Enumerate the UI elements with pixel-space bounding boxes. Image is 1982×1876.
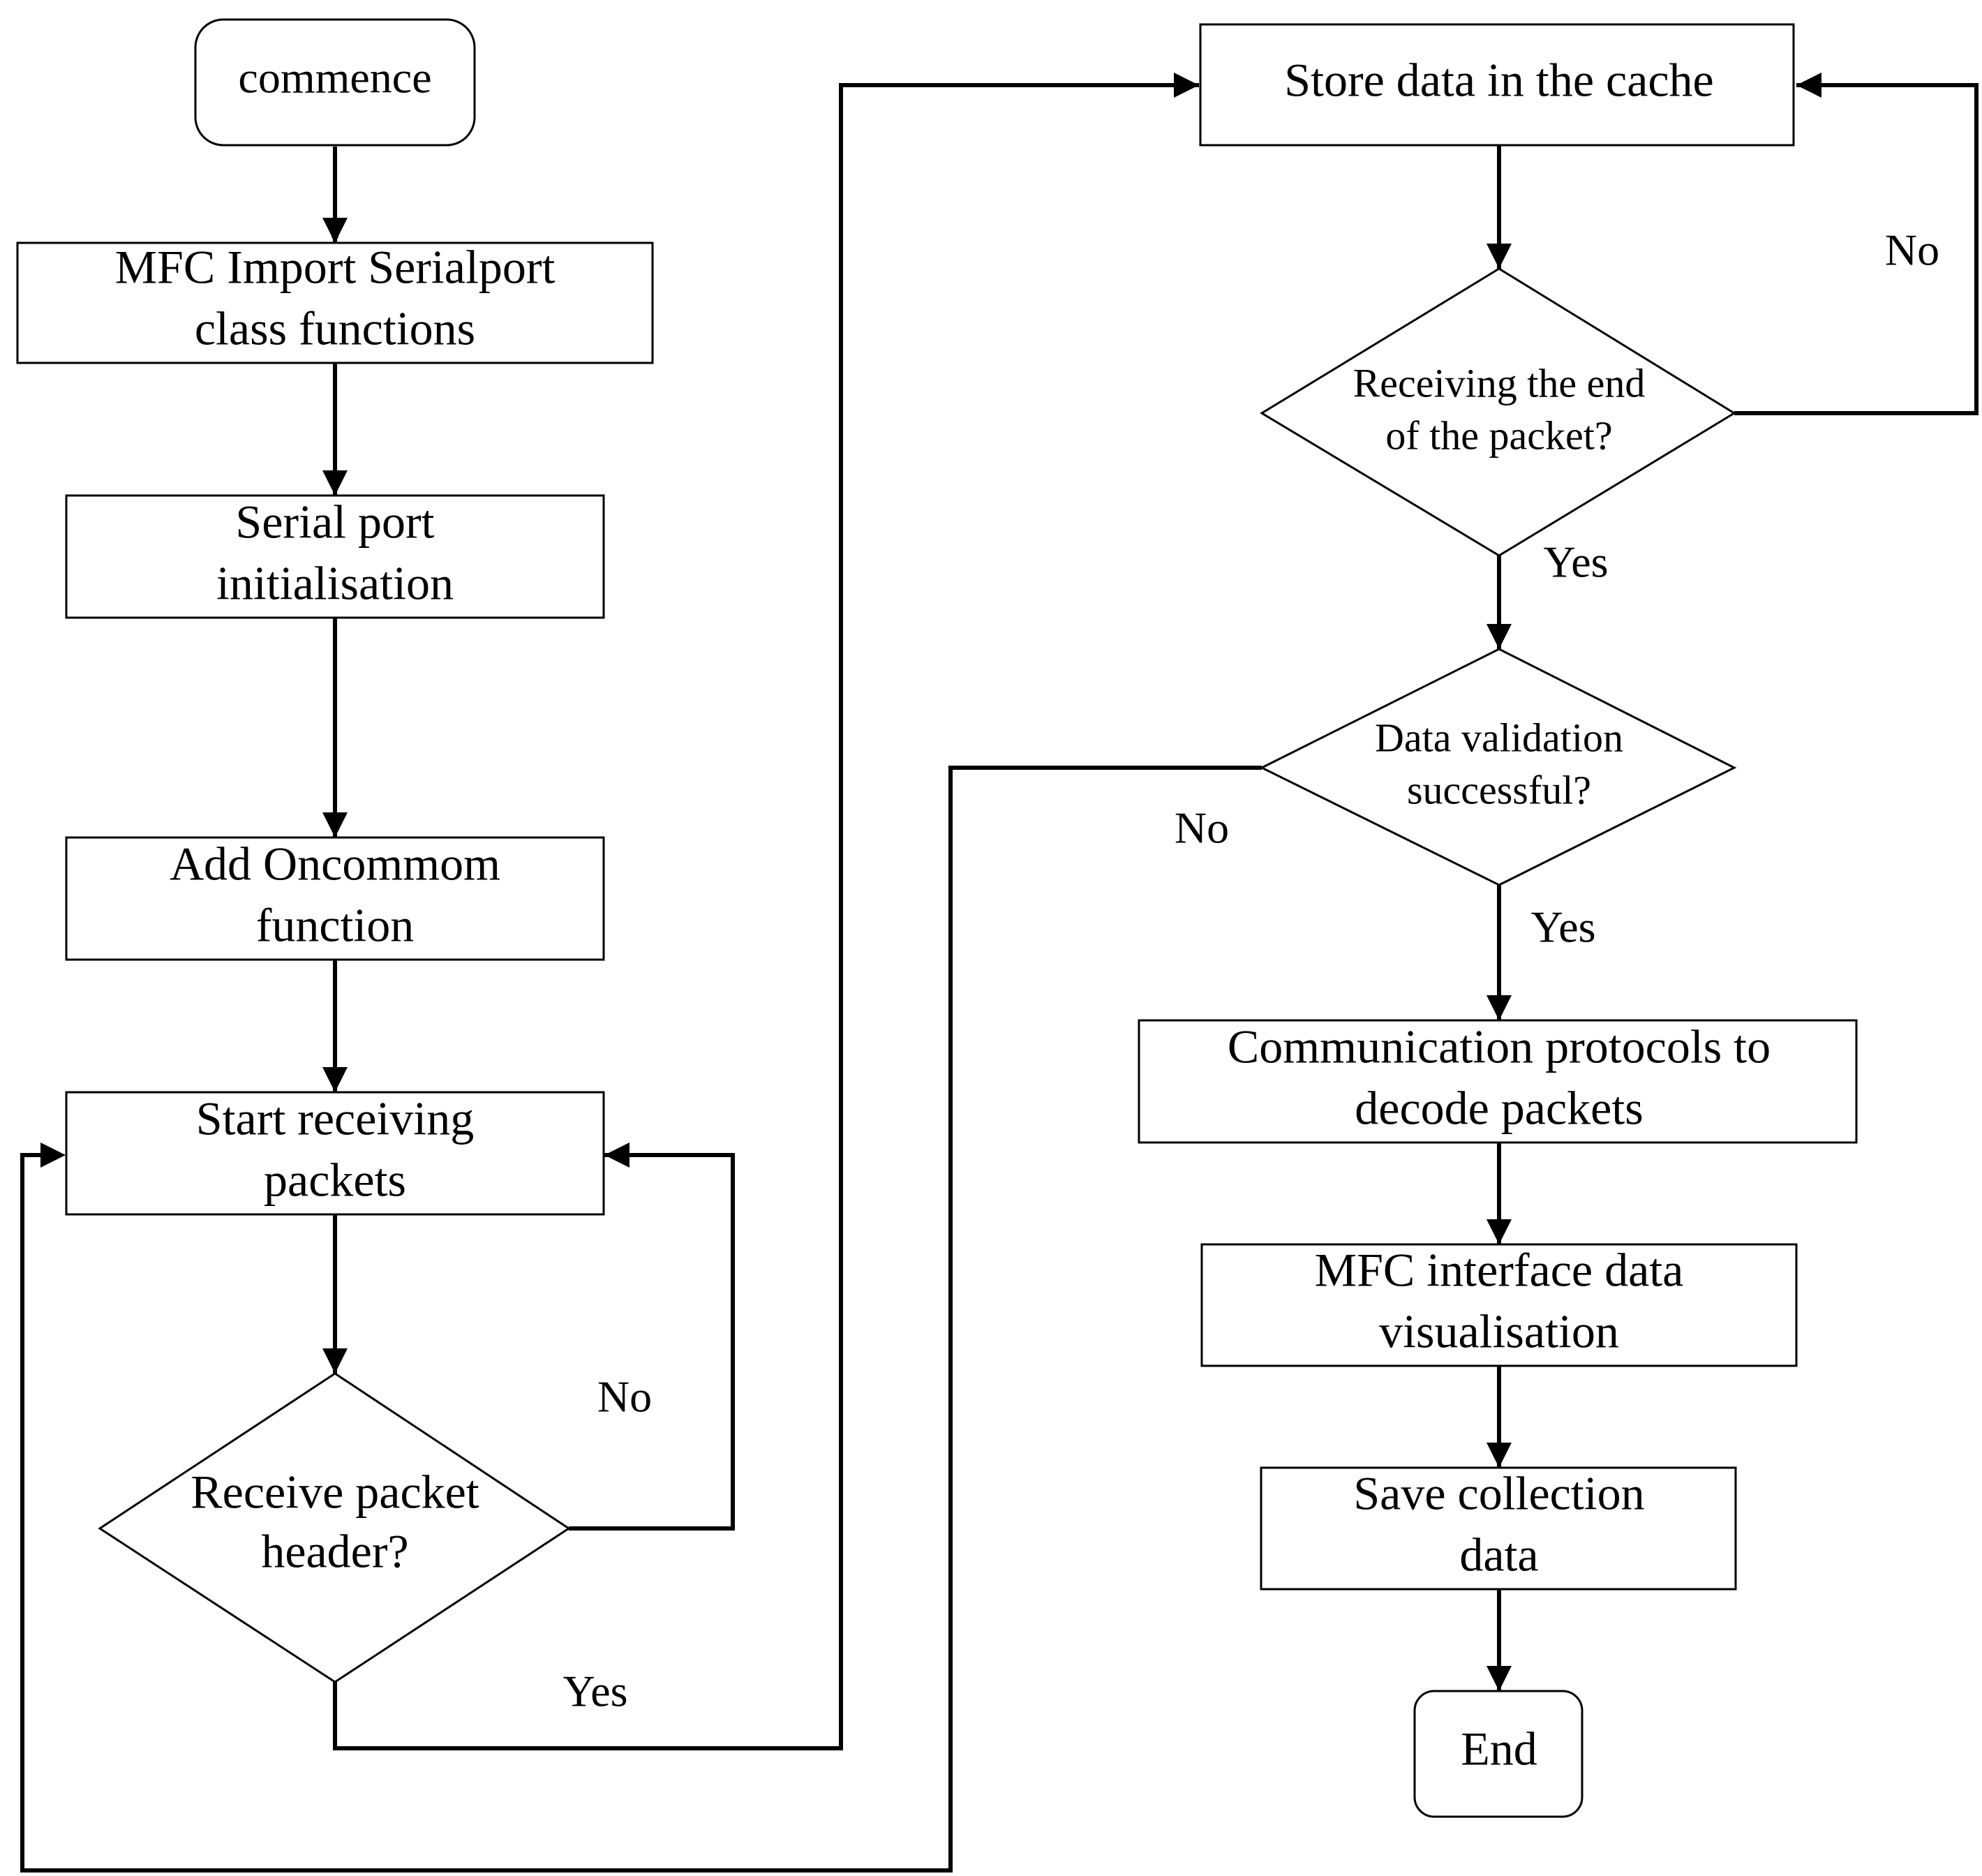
- loop-validation-no: [20, 766, 1262, 1873]
- node-visualise: MFC interface data visualisation: [1200, 1243, 1798, 1367]
- path-header-yes: [333, 83, 1199, 1750]
- branch-labels: No Yes No Yes No Yes: [562, 225, 1939, 1716]
- node-visualise-line1: MFC interface data: [1315, 1244, 1684, 1297]
- node-decode-line1: Communication protocols to: [1228, 1020, 1771, 1073]
- node-import-line2: class functions: [195, 302, 475, 355]
- arrowhead: [322, 812, 348, 838]
- arrowheads: [40, 73, 1821, 1691]
- node-end-decision-line1: Receiving the end: [1353, 360, 1646, 405]
- node-oncommom-line1: Add Oncommom: [170, 838, 500, 891]
- node-start-line2: packets: [264, 1154, 406, 1207]
- arrowhead: [1486, 1443, 1512, 1468]
- node-import: MFC Import Serialport class functions: [16, 241, 654, 364]
- node-store-label: Store data in the cache: [1284, 54, 1714, 107]
- arrowhead: [40, 1142, 66, 1168]
- node-oncommom: Add Oncommom function: [65, 836, 605, 961]
- arrowhead: [1486, 995, 1512, 1020]
- arrowhead: [322, 1348, 348, 1374]
- node-header-line1: Receive packet: [191, 1466, 479, 1519]
- node-start-receiving: Start receiving packets: [65, 1091, 605, 1216]
- arrowhead: [1486, 244, 1512, 269]
- node-end-label: End: [1461, 1722, 1537, 1776]
- node-end: End: [1413, 1690, 1584, 1818]
- arrowhead: [1486, 1219, 1512, 1244]
- arrowhead: [604, 1142, 629, 1168]
- node-start-line1: Start receiving: [196, 1092, 474, 1145]
- node-end-decision: Receiving the end of the packet?: [1260, 267, 1736, 557]
- label-end-no: No: [1885, 225, 1939, 275]
- node-save: Save collection data: [1260, 1466, 1737, 1591]
- node-decode-line2: decode packets: [1355, 1082, 1643, 1135]
- arrowhead: [1486, 1666, 1512, 1691]
- arrowhead: [322, 470, 348, 496]
- loop-header-no: [569, 1153, 735, 1531]
- label-end-yes: Yes: [1543, 537, 1608, 587]
- node-save-line2: data: [1459, 1528, 1538, 1581]
- arrowhead: [1174, 73, 1199, 98]
- arrowhead: [1486, 624, 1512, 649]
- label-header-no: No: [597, 1372, 652, 1422]
- node-init-line2: initialisation: [216, 557, 454, 610]
- node-import-line1: MFC Import Serialport: [115, 241, 556, 294]
- node-validation-line1: Data validation: [1375, 715, 1623, 760]
- label-header-yes: Yes: [562, 1667, 627, 1716]
- node-commence-label: commence: [238, 53, 431, 103]
- node-end-decision-line2: of the packet?: [1385, 412, 1612, 458]
- loop-end-no: [1734, 83, 1979, 415]
- node-validation-line2: successful?: [1407, 767, 1591, 812]
- node-init-line1: Serial port: [235, 496, 434, 549]
- node-oncommom-line2: function: [256, 899, 415, 952]
- node-validation-decision: Data validation successful?: [1259, 648, 1737, 886]
- arrowhead: [322, 1067, 348, 1092]
- arrowhead: [1796, 73, 1821, 98]
- node-save-line1: Save collection: [1353, 1467, 1644, 1520]
- node-decode: Communication protocols to decode packet…: [1138, 1019, 1858, 1144]
- node-header-decision: Receive packet header?: [98, 1372, 571, 1683]
- arrowhead: [322, 218, 348, 243]
- node-commence: commence: [194, 18, 476, 147]
- label-validation-yes: Yes: [1530, 902, 1595, 952]
- label-validation-no: No: [1175, 803, 1229, 853]
- node-visualise-line2: visualisation: [1379, 1305, 1619, 1358]
- node-header-line2: header?: [261, 1525, 408, 1578]
- node-store-cache: Store data in the cache: [1199, 23, 1795, 147]
- node-init: Serial port initialisation: [65, 494, 605, 619]
